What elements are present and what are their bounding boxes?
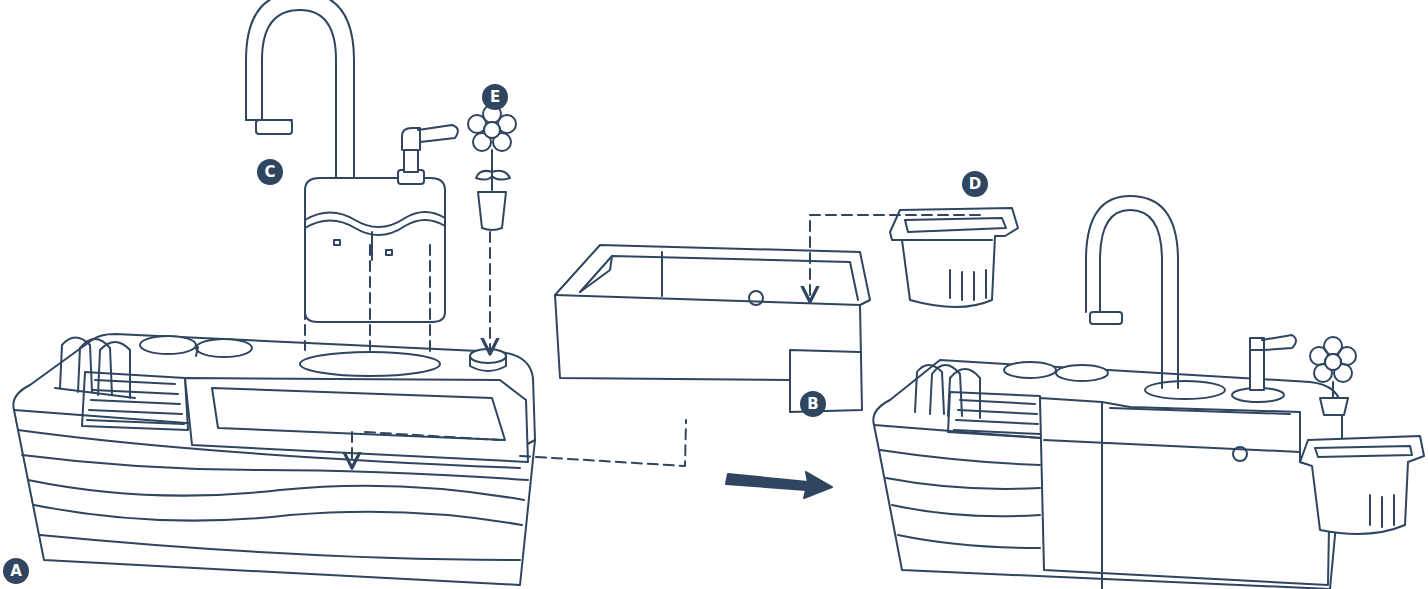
- callout-letter: C: [257, 159, 283, 185]
- sink-base: [13, 334, 535, 585]
- callout-letter: A: [3, 558, 29, 584]
- sink-basin: [555, 245, 870, 412]
- result-arrow: [726, 472, 832, 498]
- assembly-guide: [810, 215, 980, 296]
- flower-part: [468, 105, 516, 230]
- assembly-guide: [365, 420, 686, 466]
- callout-letter: B: [800, 391, 826, 417]
- basket-part: [890, 208, 1018, 307]
- callout-letter: D: [962, 171, 988, 197]
- assembly-guide: [351, 432, 353, 462]
- assembly-guide: [305, 232, 490, 352]
- faucet-unit: [246, 0, 458, 322]
- assembled-sink: [873, 196, 1424, 589]
- callout-letter: E: [482, 84, 508, 110]
